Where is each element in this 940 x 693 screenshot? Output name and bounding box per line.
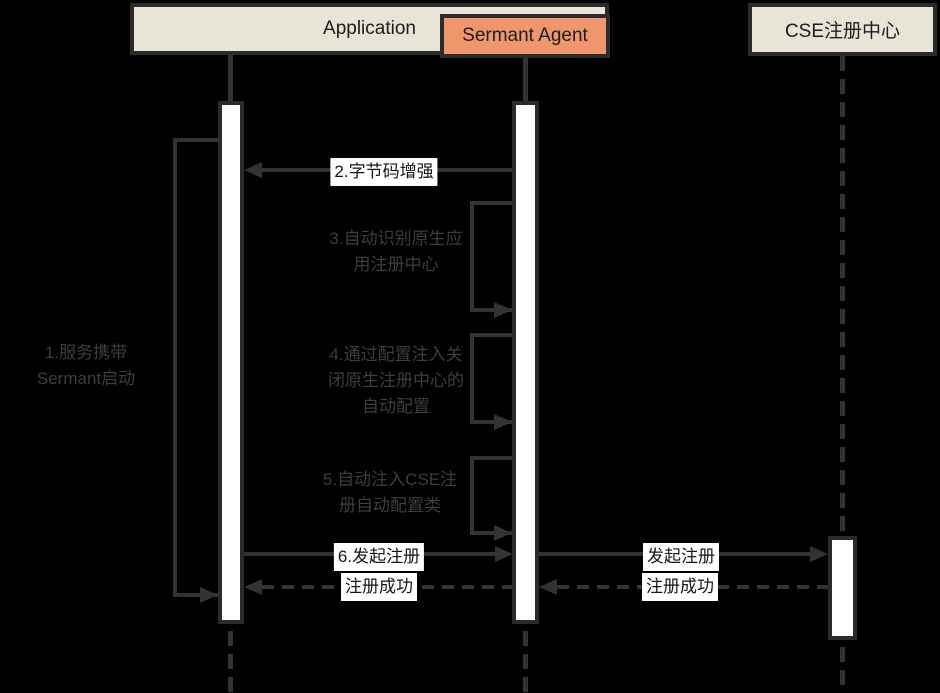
actor-label-sermant-agent: Sermant Agent	[462, 25, 588, 46]
arrowhead-register-request-icon	[810, 546, 828, 562]
arrowhead-loop-3-icon	[494, 302, 512, 318]
arrowhead-loop-4-icon	[494, 414, 512, 430]
actor-label-cse-registry: CSE注册中心	[784, 21, 901, 42]
arrowhead-register-ok-right-icon	[539, 579, 557, 595]
lifeline-application-top	[228, 54, 233, 102]
message-label-register-ok-left: 注册成功	[341, 573, 417, 601]
message-label-6: 6.发起注册	[333, 543, 425, 571]
self-loop-4	[470, 333, 512, 424]
lifeline-sermant-bottom	[523, 631, 528, 693]
lifeline-sermant-top	[523, 57, 528, 102]
message-label-2: 2.字节码增强	[330, 158, 438, 186]
arrowhead-6-icon	[495, 546, 513, 562]
actor-box-cse-registry: CSE注册中心	[748, 3, 937, 56]
activation-bar-application	[218, 101, 244, 624]
arrowhead-register-ok-left-icon	[244, 579, 262, 595]
arrowhead-loop-1-icon	[200, 587, 218, 603]
actor-box-sermant-agent: Sermant Agent	[440, 14, 610, 58]
actor-label-application: Application	[323, 18, 416, 39]
lifeline-cse-upper	[840, 56, 845, 536]
self-loop-5	[470, 456, 512, 535]
arrowhead-loop-5-icon	[494, 525, 512, 541]
self-loop-1	[173, 138, 218, 597]
activation-bar-cse	[828, 536, 857, 640]
arrowhead-2-icon	[244, 162, 262, 178]
message-label-register-request: 发起注册	[643, 543, 719, 571]
lifeline-application-bottom	[228, 631, 233, 693]
activation-bar-sermant	[512, 101, 539, 624]
message-label-register-ok-right: 注册成功	[642, 573, 718, 601]
message-label-5: 5.自动注入CSE注 册自动配置类	[322, 470, 458, 515]
message-label-1: 1.服务携带 Sermant启动	[36, 343, 136, 388]
self-loop-3	[470, 201, 512, 312]
message-label-4: 4.通过配置注入关 闭原生注册中心的 自动配置	[328, 345, 464, 416]
message-label-3: 3.自动识别原生应 用注册中心	[329, 229, 463, 274]
lifeline-cse-bottom	[840, 647, 845, 693]
